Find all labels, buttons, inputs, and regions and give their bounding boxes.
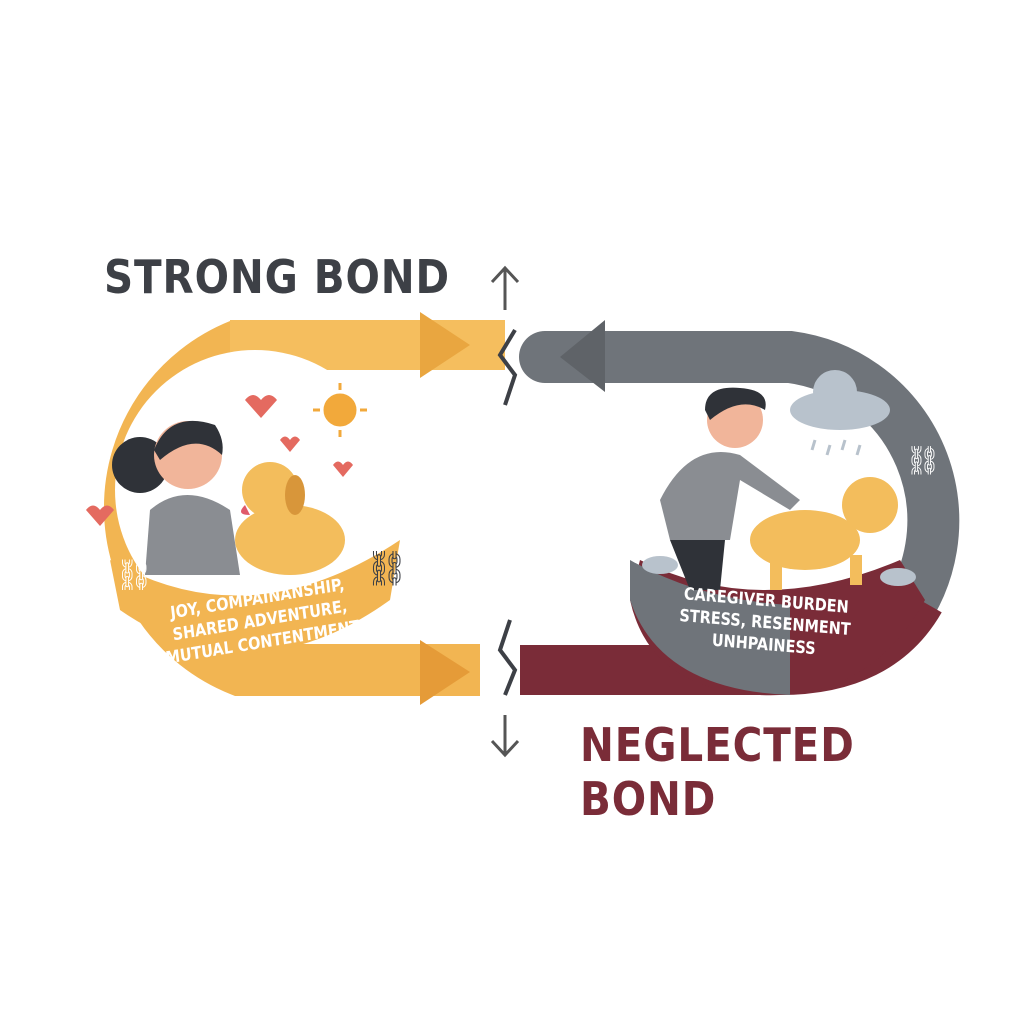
chain-link-icon: ⛓	[115, 558, 153, 593]
small-cloud-icon	[642, 556, 678, 574]
strong-bond-title: STRONG BOND	[104, 250, 450, 304]
small-cloud-icon	[880, 568, 916, 586]
neglected-bond-title: NEGLECTED BOND	[580, 718, 855, 826]
arrow-head-right-icon	[420, 312, 470, 378]
arrow-head-right-icon	[420, 640, 470, 705]
chain-link-icon: ⛓	[365, 549, 408, 589]
woman-illustration	[112, 420, 240, 575]
heart-icon	[280, 436, 300, 452]
crack-icon	[497, 619, 518, 696]
neglected-bond-loop: ⛓	[519, 320, 960, 696]
stressed-man-illustration	[660, 387, 800, 590]
rain-cloud-icon	[790, 370, 890, 456]
sad-dog-illustration	[750, 477, 898, 590]
heart-icon	[245, 395, 277, 418]
heart-icon	[86, 505, 114, 526]
arrow-up-icon	[490, 265, 520, 310]
arrow-head-left-icon	[560, 320, 605, 392]
arrow-down-icon	[490, 715, 520, 758]
crack-icon	[497, 328, 518, 406]
broken-chain-icon: ⛓	[905, 444, 941, 477]
sun-icon	[313, 383, 367, 437]
strong-bond-loop: ⛓ ⛓	[86, 312, 505, 705]
happy-dog-illustration	[235, 462, 345, 575]
heart-icon	[333, 461, 353, 477]
